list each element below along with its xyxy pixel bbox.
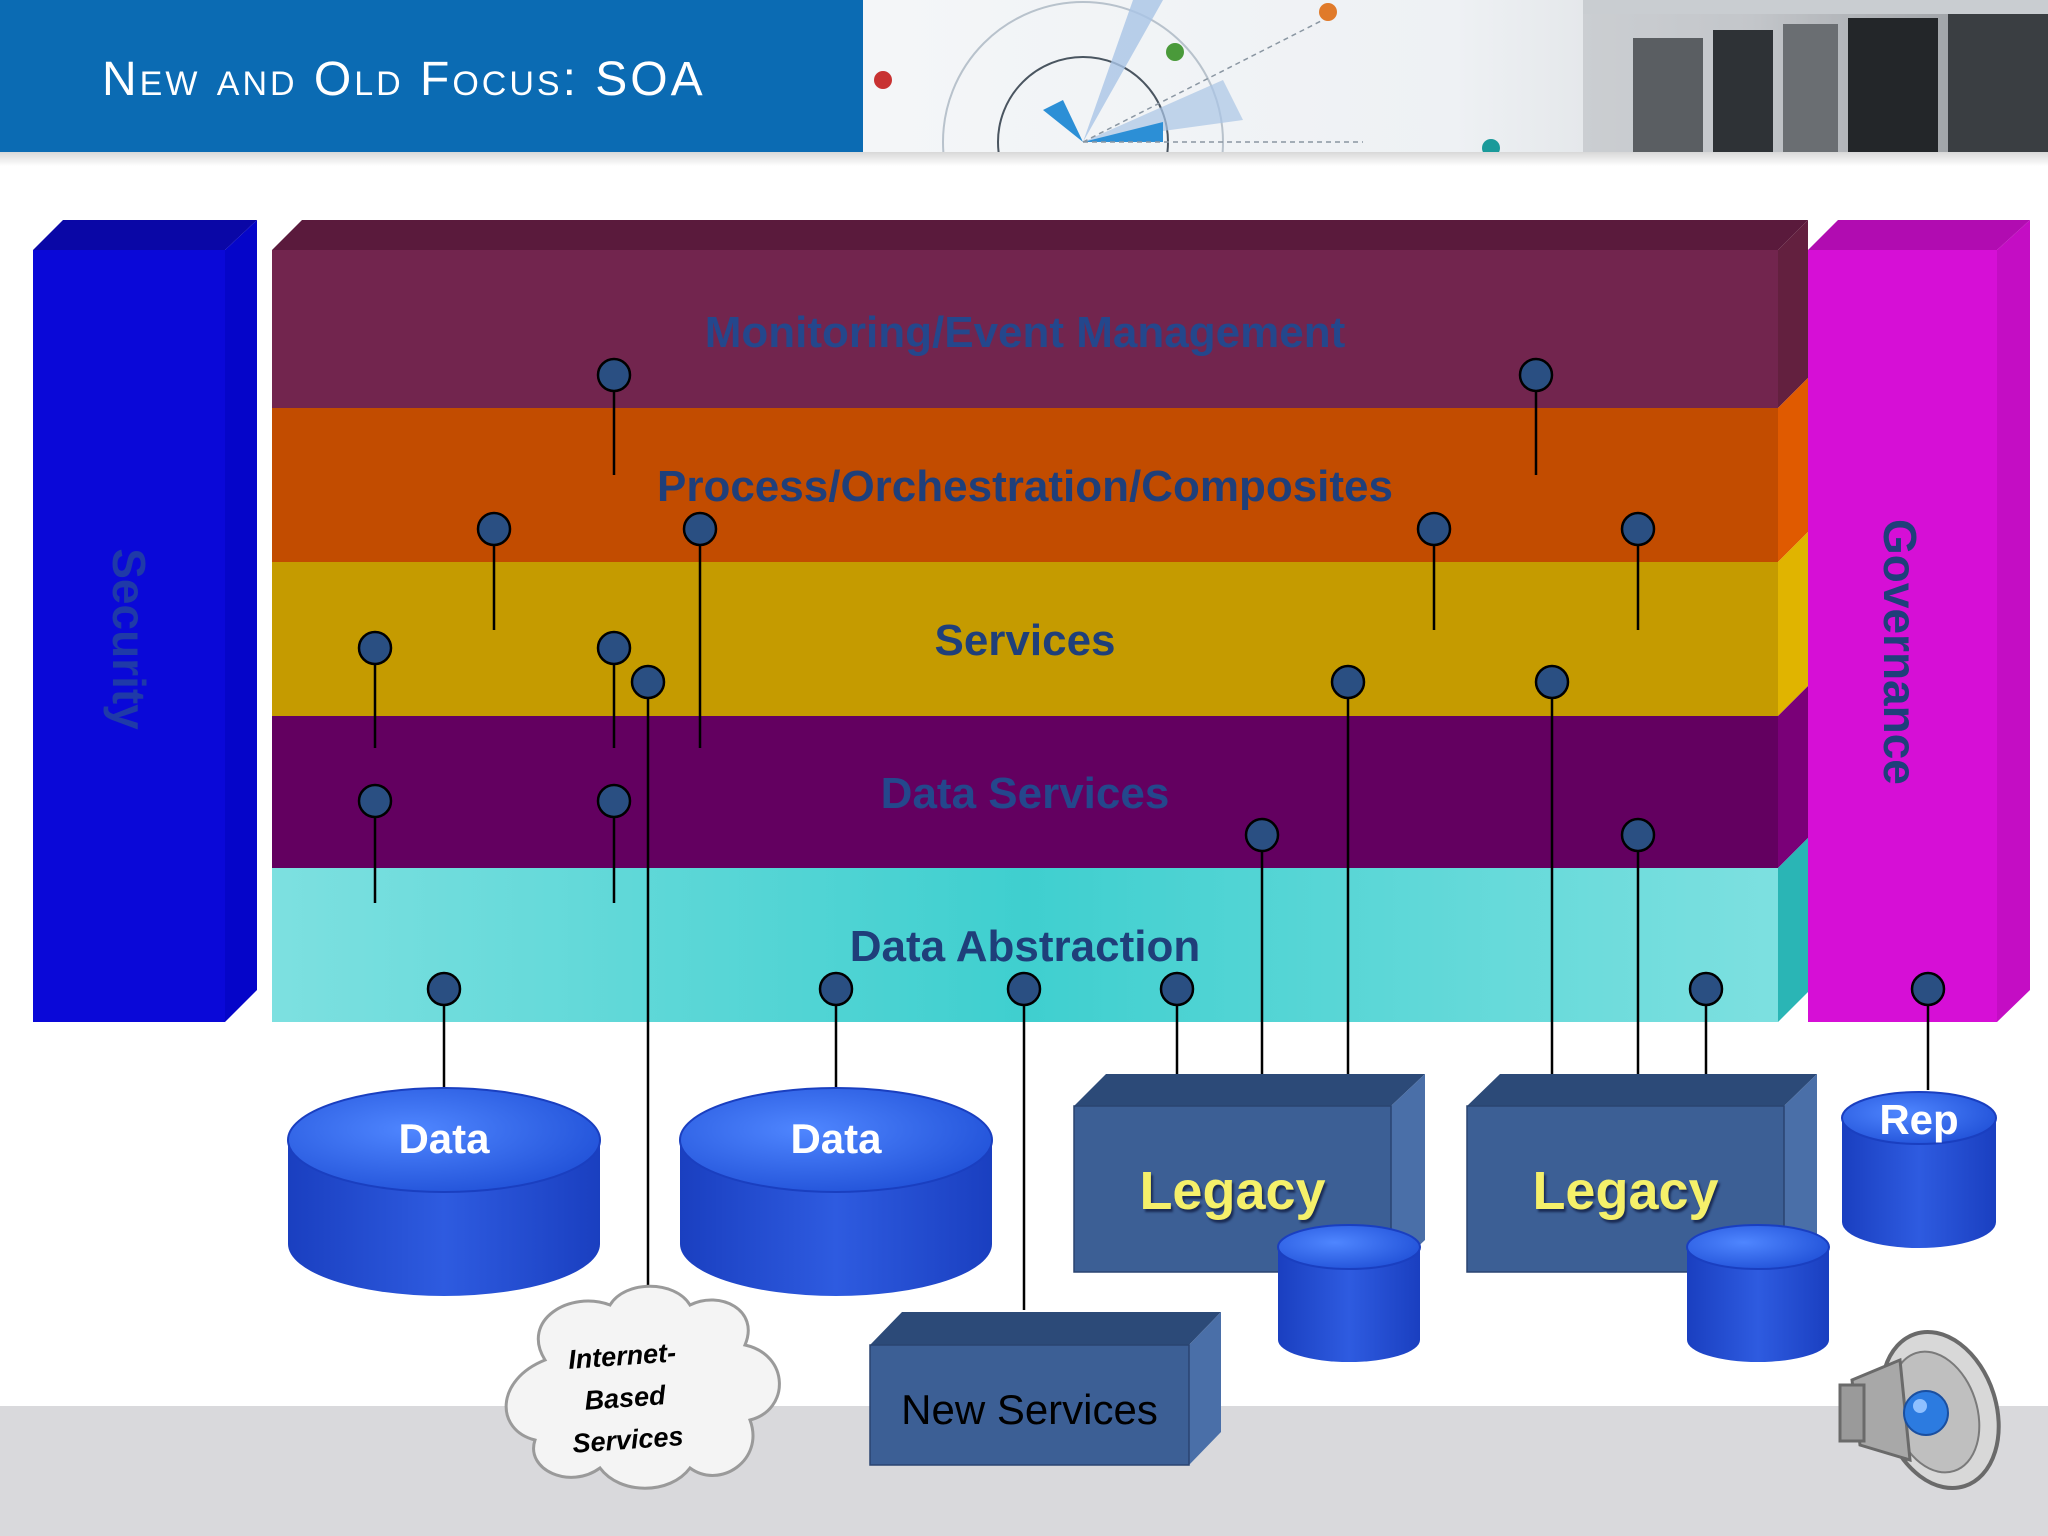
legacy-db-cylinder-2 — [1686, 1224, 1830, 1362]
legacy-label-1: Legacy — [1139, 1161, 1326, 1221]
header-decorative-image — [863, 0, 2048, 152]
legacy-box-2 — [1466, 1074, 1817, 1273]
legacy-label-2: Legacy — [1532, 1161, 1719, 1221]
header-radar-graphic — [874, 0, 2048, 152]
connector-pin-icon — [476, 511, 512, 547]
connector-pin-icon — [357, 630, 393, 666]
data-services-layer — [272, 716, 1778, 868]
connector-pin-icon — [1416, 511, 1452, 547]
internet-services-label: Internet- Based Services — [536, 1329, 714, 1467]
connector-pin-icon — [596, 357, 632, 393]
data-services-label: Data Services — [880, 769, 1170, 818]
connector-pin-icon — [630, 664, 666, 700]
connector-pin-icon — [1620, 511, 1656, 547]
header-shadow — [0, 152, 2048, 166]
rep-cylinder — [1841, 1091, 1997, 1248]
process-layer — [272, 408, 1778, 562]
process-label: Process/Orchestration/Composites — [656, 462, 1393, 511]
connector-pin-icon — [1620, 817, 1656, 853]
connector-pin-icon — [1534, 664, 1570, 700]
title-bar: New and Old Focus: SOA — [0, 0, 863, 152]
connector-pins — [357, 357, 1946, 1007]
connector-pin-icon — [1159, 971, 1195, 1007]
connector-pin-icon — [1244, 817, 1280, 853]
security-panel — [33, 220, 257, 1022]
connector-lines — [373, 375, 1930, 1310]
connector-pin-icon — [1006, 971, 1042, 1007]
services-layer — [272, 562, 1778, 716]
data-abstraction-label: Data Abstraction — [849, 922, 1201, 971]
services-label: Services — [934, 616, 1116, 665]
new-services-label: New Services — [901, 1386, 1158, 1433]
internet-cloud — [504, 1284, 781, 1490]
legacy-db-cylinder-1 — [1277, 1224, 1421, 1362]
governance-panel — [1808, 220, 2030, 1022]
security-label: Security — [103, 548, 155, 730]
monitoring-label: Monitoring/Event Management — [704, 308, 1346, 357]
data-cylinder-2 — [679, 1087, 993, 1296]
connector-pin-icon — [682, 511, 718, 547]
data-cylinder-1 — [287, 1087, 601, 1296]
connector-pin-icon — [596, 783, 632, 819]
connector-pin-icon — [596, 630, 632, 666]
data-label-2: Data — [790, 1115, 882, 1162]
new-services-box — [869, 1312, 1221, 1466]
connector-pin-icon — [1910, 971, 1946, 1007]
governance-label: Governance — [1874, 519, 1926, 785]
speaker-icon[interactable] — [1838, 1317, 2018, 1504]
connector-pin-icon — [426, 971, 462, 1007]
connector-pin-icon — [357, 783, 393, 819]
slide-title: New and Old Focus: SOA — [102, 53, 706, 106]
rep-label: Rep — [1879, 1096, 1959, 1143]
connector-pin-icon — [1518, 357, 1554, 393]
connector-pin-icon — [1330, 664, 1366, 700]
data-label-1: Data — [398, 1115, 490, 1162]
connector-pin-icon — [1688, 971, 1724, 1007]
connector-pin-icon — [818, 971, 854, 1007]
